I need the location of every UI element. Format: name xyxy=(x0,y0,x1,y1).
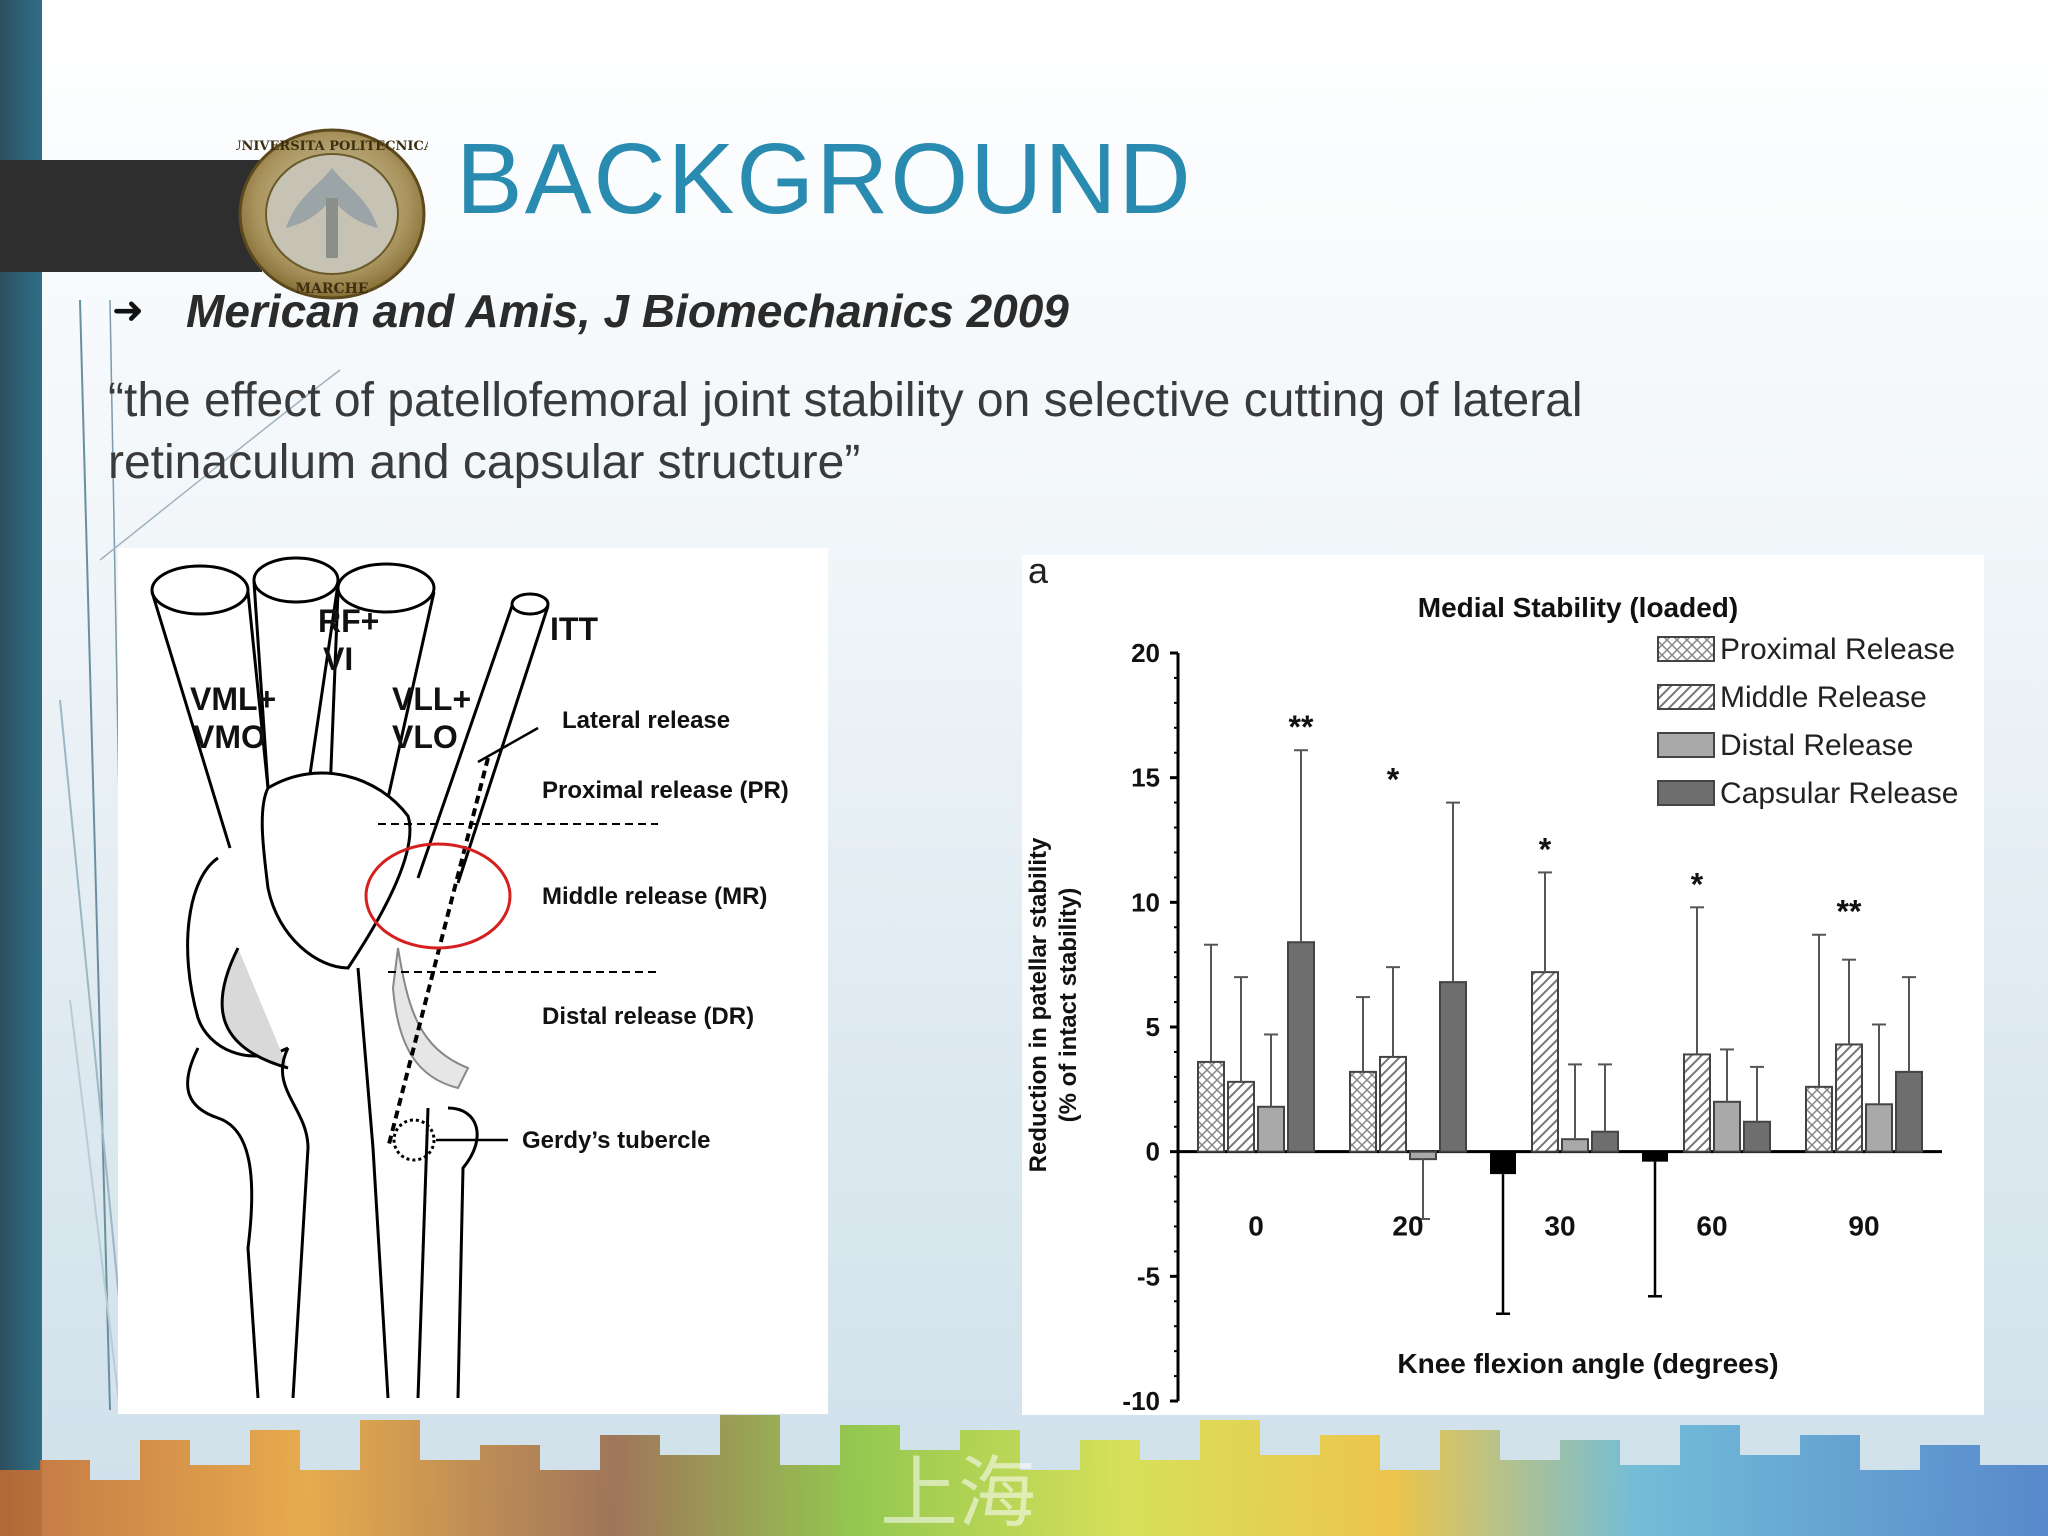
label-lateral-release: Lateral release xyxy=(562,707,730,734)
slide-title: BACKGROUND xyxy=(456,123,1193,235)
label-rf: RF+ xyxy=(318,603,379,639)
significance-marker: ** xyxy=(1289,709,1314,745)
label-vlo: VLO xyxy=(392,719,458,755)
y-axis-label-line2: (% of intact stability) xyxy=(1055,888,1082,1123)
y-tick-label: 20 xyxy=(1131,638,1160,668)
highlight-circle xyxy=(364,842,512,950)
bar-distal-release xyxy=(1713,1100,1741,1153)
legend-swatch xyxy=(1657,684,1715,710)
y-tick-label: 5 xyxy=(1146,1012,1160,1042)
significance-marker: * xyxy=(1691,866,1704,902)
y-tick-label: -10 xyxy=(1122,1386,1160,1415)
bar-middle-release xyxy=(1379,1055,1407,1153)
bar-middle-release xyxy=(1227,1080,1255,1153)
x-tick-label: 20 xyxy=(1392,1211,1423,1242)
x-axis-label: Knee flexion angle (degrees) xyxy=(1397,1348,1778,1379)
y-axis-label-line1: Reduction in patellar stability xyxy=(1025,837,1052,1172)
bar-proximal-release xyxy=(1349,1070,1377,1153)
legend-swatch xyxy=(1657,780,1715,806)
label-itt: ITT xyxy=(550,611,598,647)
x-tick-label: 60 xyxy=(1696,1211,1727,1242)
legend-label: Proximal Release xyxy=(1720,633,1955,666)
bar-negative-extra xyxy=(1490,1151,1516,1175)
label-gerdys-tubercle: Gerdy’s tubercle xyxy=(522,1127,711,1154)
bar-distal-release xyxy=(1865,1103,1893,1153)
legend-label: Middle Release xyxy=(1720,681,1927,714)
legend-swatch xyxy=(1657,732,1715,758)
label-proximal-release: Proximal release (PR) xyxy=(542,777,789,804)
label-distal-release: Distal release (DR) xyxy=(542,1003,754,1030)
y-tick-label: 15 xyxy=(1131,763,1160,793)
city-skyline-banner: 上海 xyxy=(0,1415,2048,1536)
shanghai-banner-text: 上海 xyxy=(880,1449,1036,1536)
bar-middle-release xyxy=(1835,1043,1863,1153)
bar-middle-release xyxy=(1683,1053,1711,1153)
bar-capsular-release xyxy=(1439,981,1467,1153)
label-vll: VLL+ xyxy=(392,681,471,717)
chart-title: Medial Stability (loaded) xyxy=(1418,592,1738,623)
legend-label: Distal Release xyxy=(1720,729,1913,762)
x-tick-label: 0 xyxy=(1248,1211,1264,1242)
bullet-arrow-icon: ➜ xyxy=(112,288,144,332)
study-quote: “the effect of patellofemoral joint stab… xyxy=(108,374,1583,489)
bar-distal-release xyxy=(1257,1105,1285,1153)
citation: Merican and Amis, J Biomechanics 2009 xyxy=(186,285,1069,337)
bar-capsular-release xyxy=(1743,1120,1771,1153)
bar-capsular-release xyxy=(1591,1130,1619,1153)
label-middle-release: Middle release (MR) xyxy=(542,883,767,910)
y-tick-label: 0 xyxy=(1146,1137,1160,1167)
panel-letter: a xyxy=(1028,555,1049,591)
x-tick-label: 30 xyxy=(1544,1211,1575,1242)
university-seal-logo: UNIVERSITA POLITECNICA MARCHE xyxy=(236,128,428,300)
knee-anatomy-diagram: RF+ VI ITT VML+ VMO VLL+ VLO Lateral rel… xyxy=(118,548,828,1414)
x-tick-label: 90 xyxy=(1848,1211,1879,1242)
bar-middle-release xyxy=(1531,971,1559,1153)
bar-distal-release xyxy=(1409,1150,1437,1161)
title-tab xyxy=(0,160,262,272)
legend-swatch xyxy=(1657,636,1715,662)
bar-capsular-release xyxy=(1895,1070,1923,1153)
medial-stability-chart: a Medial Stability (loaded) Knee flexion… xyxy=(1022,555,1984,1415)
bar-proximal-release xyxy=(1197,1060,1225,1153)
significance-marker: * xyxy=(1539,831,1552,867)
y-tick-label: 10 xyxy=(1131,887,1160,917)
label-vml: VML+ xyxy=(190,681,276,717)
label-vi: VI xyxy=(323,641,353,677)
svg-text:MARCHE: MARCHE xyxy=(295,281,368,297)
svg-text:UNIVERSITA POLITECNICA: UNIVERSITA POLITECNICA xyxy=(236,139,428,154)
significance-marker: ** xyxy=(1837,894,1862,930)
y-tick-label: -5 xyxy=(1137,1261,1160,1291)
legend-label: Capsular Release xyxy=(1720,777,1958,810)
significance-marker: * xyxy=(1387,762,1400,798)
bar-capsular-release xyxy=(1287,941,1315,1153)
bar-distal-release xyxy=(1561,1138,1589,1153)
label-vmo: VMO xyxy=(193,719,266,755)
bar-proximal-release xyxy=(1805,1085,1833,1153)
bar-negative-extra xyxy=(1642,1151,1668,1162)
